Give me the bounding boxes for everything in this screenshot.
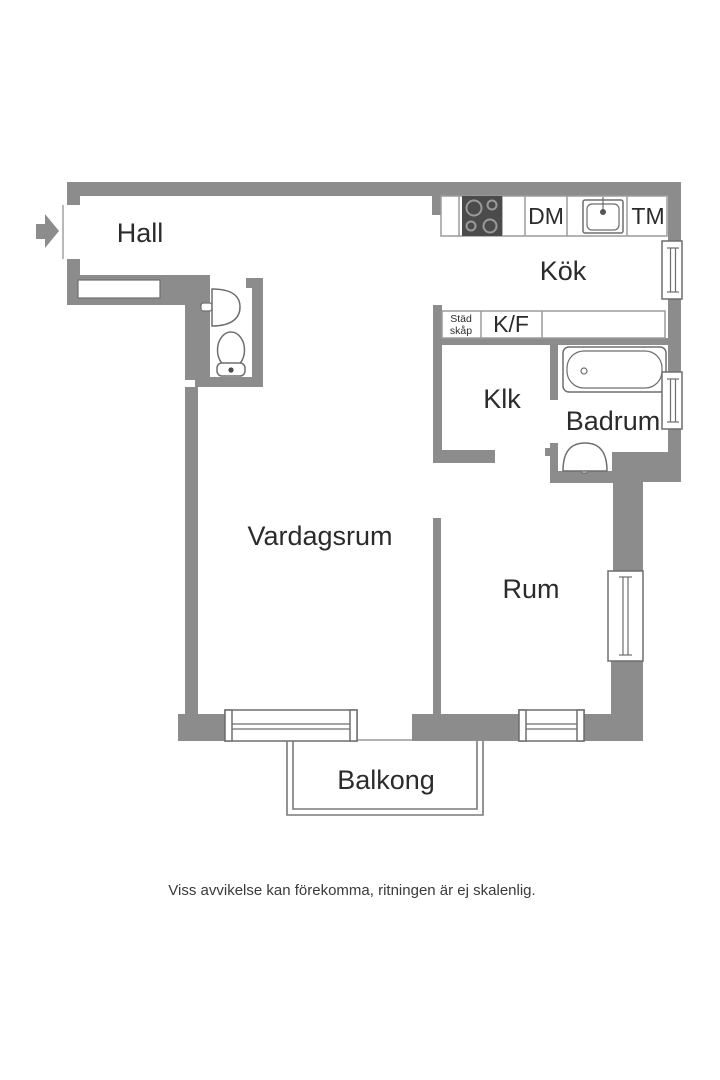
wall-right-upper xyxy=(668,196,681,242)
cabinet-row xyxy=(441,310,666,339)
wall-right-inner-upper xyxy=(613,452,643,571)
window-rum-bottom xyxy=(518,709,585,742)
stove-icon xyxy=(462,196,502,236)
wall-right-mid xyxy=(668,298,681,373)
room-label-kok: Kök xyxy=(540,256,587,286)
wall-entry-jamb xyxy=(67,196,80,205)
hall-wardrobe-niche xyxy=(77,279,161,299)
fridge-freezer-label: K/F xyxy=(493,311,529,337)
toilet-icon xyxy=(216,331,246,377)
wall-klk-left xyxy=(433,305,442,463)
room-label-klk: Klk xyxy=(483,384,521,414)
room-label-vardagsrum: Vardagsrum xyxy=(247,521,392,551)
wall-badrum-door-stub xyxy=(550,443,558,473)
cleaning-cabinet-label-line1: Städ xyxy=(450,313,472,325)
wall-vardagsrum-rum-divider xyxy=(433,518,441,716)
wall-wc-left xyxy=(185,305,210,380)
wall-wc-right-tab xyxy=(246,278,253,288)
labels: Hall Kök Klk Badrum Vardagsrum Rum Balko… xyxy=(117,203,665,899)
kitchen-counter xyxy=(440,195,668,237)
cabinet-outline xyxy=(441,310,666,339)
wall-badrum-bottom xyxy=(550,471,613,483)
window-rum-right xyxy=(607,570,644,662)
kitchen-sink-icon xyxy=(582,197,624,234)
disclaimer-text: Viss avvikelse kan förekomma, ritningen … xyxy=(168,882,535,899)
room-label-balkong: Balkong xyxy=(337,765,435,795)
wall-bottom-mid xyxy=(412,714,520,741)
bathtub-icon xyxy=(562,346,667,393)
cleaning-cabinet-label-line2: skåp xyxy=(450,325,472,337)
wall-wc-bottom xyxy=(195,377,263,387)
wall-klk-badrum-divider xyxy=(550,345,558,400)
wall-bottom-left xyxy=(178,714,227,741)
dishwasher-label: DM xyxy=(528,203,564,229)
wall-under-cabinets xyxy=(442,338,668,345)
entrance-arrow-icon xyxy=(36,214,59,248)
wall-bottom-right xyxy=(583,714,643,741)
wall-kitchen-jamb xyxy=(432,196,441,215)
washbasin-icon xyxy=(562,442,608,474)
balcony-outline xyxy=(286,741,484,816)
wall-wc-right xyxy=(252,278,263,380)
washing-machine-label: TM xyxy=(631,203,664,229)
wall-klk-bottom xyxy=(433,450,495,463)
window-badrum xyxy=(661,371,683,430)
walls xyxy=(67,182,681,741)
wall-top xyxy=(67,182,681,196)
room-label-hall: Hall xyxy=(117,218,164,248)
wall-left-upper xyxy=(67,259,80,275)
window-vardagsrum-bottom xyxy=(224,709,358,742)
window-kitchen xyxy=(661,240,683,300)
wall-badrum-door-tab xyxy=(545,448,551,456)
wall-right-inner-lower xyxy=(611,661,643,716)
wall-left-lower xyxy=(185,387,198,717)
wc-sink-icon xyxy=(200,288,241,327)
room-label-badrum: Badrum xyxy=(566,406,661,436)
room-label-rum: Rum xyxy=(502,574,559,604)
